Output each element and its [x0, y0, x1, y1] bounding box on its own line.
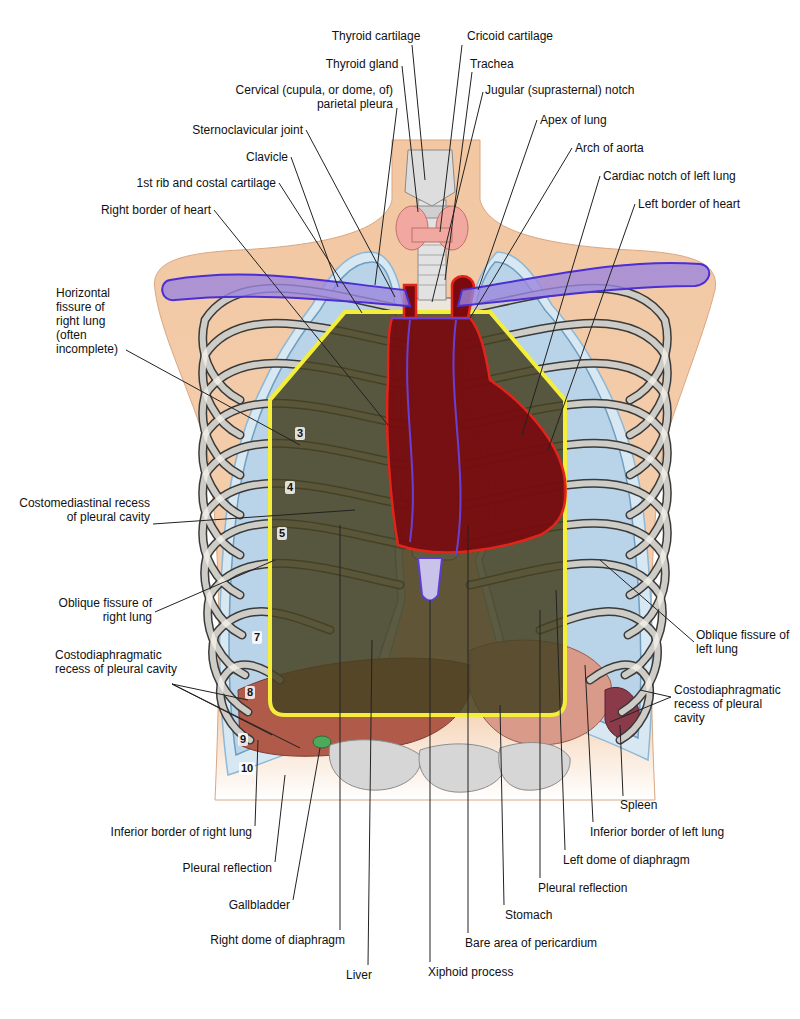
anatomy-label: Pleural reflection: [183, 861, 272, 875]
rib-number: 3: [295, 427, 305, 440]
clavicle: [458, 263, 709, 306]
anatomy-label: Costodiaphragmatic recess of pleural cav…: [55, 648, 183, 676]
anatomy-label: Cardiac notch of left lung: [603, 169, 736, 183]
anatomy-label: Apex of lung: [540, 113, 607, 127]
rib-number: 10: [239, 762, 255, 775]
thyroid-gland: [396, 206, 468, 250]
rib-number: 4: [285, 481, 295, 494]
anatomy-label: Sternoclavicular joint: [192, 123, 303, 137]
anatomy-label: Oblique fissure of left lung: [696, 628, 796, 656]
rib-number: 8: [245, 686, 255, 699]
anatomy-label: Inferior border of right lung: [111, 825, 252, 839]
anatomy-label: Costodiaphragmatic recess of pleural cav…: [674, 683, 794, 725]
anatomy-label: Pleural reflection: [538, 881, 627, 895]
clavicle: [162, 274, 410, 306]
projection-overlay: [270, 312, 565, 715]
heart-borders: [392, 318, 470, 556]
anatomy-label: Oblique fissure of right lung: [52, 596, 152, 624]
heart: [387, 318, 565, 552]
anatomy-label: Xiphoid process: [428, 965, 513, 979]
anatomy-label: Left dome of diaphragm: [563, 853, 690, 867]
rib-number: 7: [252, 631, 262, 644]
anatomy-label: Cricoid cartilage: [467, 29, 553, 43]
rib-number: 5: [277, 527, 287, 540]
ribs: [203, 288, 668, 740]
intestines: [329, 740, 570, 792]
anatomy-label: Gallbladder: [229, 898, 290, 912]
anatomy-label: Costomediastinal recess of pleural cavit…: [10, 496, 150, 524]
anatomy-label: Right dome of diaphragm: [210, 933, 345, 947]
rib-number: 9: [238, 733, 248, 746]
anatomy-label: Thyroid cartilage: [332, 29, 421, 43]
anatomy-label: Inferior border of left lung: [590, 825, 724, 839]
anatomy-label: Cervical (cupula, or dome, of) parietal …: [203, 83, 393, 111]
anatomy-label: Stomach: [505, 908, 552, 922]
anatomy-label: Arch of aorta: [575, 141, 644, 155]
anatomy-label: Left border of heart: [638, 197, 740, 211]
anatomy-label: Thyroid gland: [326, 57, 399, 71]
anatomy-label: Right border of heart: [101, 203, 211, 217]
anatomy-label: Spleen: [620, 798, 657, 812]
anatomy-label: Bare area of pericardium: [465, 936, 597, 950]
anatomy-label: Horizontal fissure of right lung (often …: [56, 286, 124, 356]
anatomy-label: Liver: [346, 968, 372, 982]
body-skin: [154, 140, 715, 800]
anatomy-label: Trachea: [470, 57, 514, 71]
xiphoid: [418, 558, 442, 601]
trachea-rings: [418, 245, 446, 285]
anatomy-label: 1st rib and costal cartilage: [137, 176, 276, 190]
gallbladder: [313, 736, 331, 748]
anatomy-label: Jugular (suprasternal) notch: [485, 83, 634, 97]
anatomy-label: Clavicle: [246, 150, 288, 164]
